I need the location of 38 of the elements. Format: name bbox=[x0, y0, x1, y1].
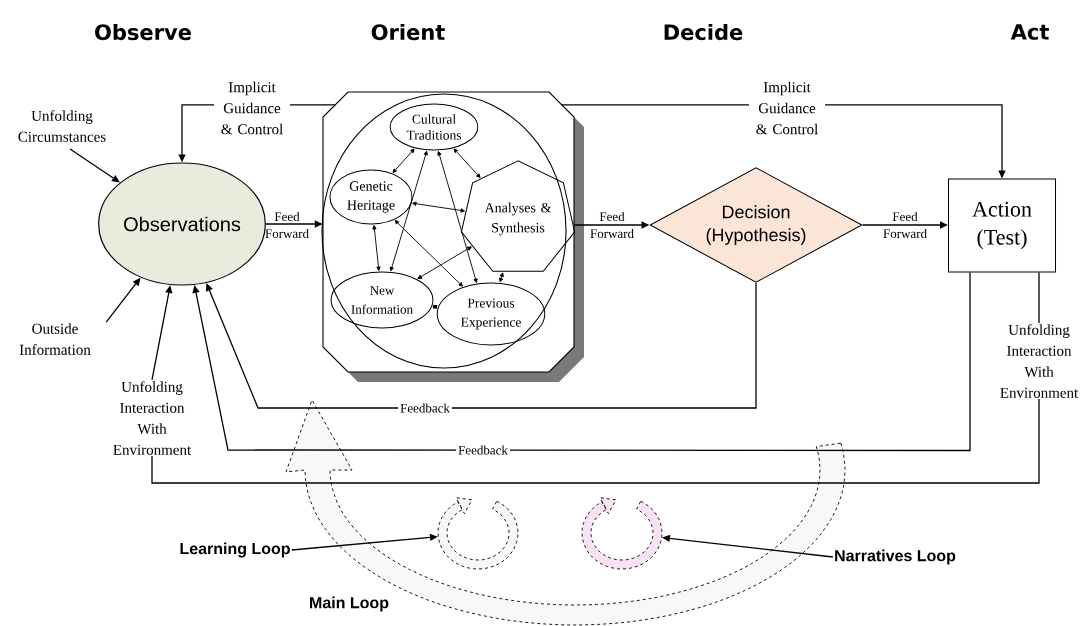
column-heading: Observe bbox=[95, 23, 191, 41]
column-heading: Act bbox=[1010, 24, 1049, 40]
edge-label: Implicit Guidance & Control bbox=[749, 79, 825, 137]
input-label: Outside Information bbox=[19, 323, 91, 355]
edge-label: Implicit Guidance & Control bbox=[214, 79, 290, 137]
arrow bbox=[392, 148, 415, 173]
connector-line bbox=[1038, 271, 1040, 324]
input-label: Unfolding Interaction With Environment bbox=[1000, 324, 1079, 398]
edge-label: Feedback bbox=[398, 401, 452, 415]
input-label: Unfolding Circumstances bbox=[18, 110, 106, 142]
loop-label: Main Loop bbox=[310, 596, 389, 612]
loop-arrow-icon bbox=[581, 497, 663, 570]
arrow bbox=[499, 272, 504, 283]
arrow bbox=[432, 304, 438, 310]
edge-label: Feed Forward bbox=[265, 211, 309, 239]
loop-label: Learning Loop bbox=[180, 542, 290, 558]
arrow bbox=[417, 246, 472, 280]
column-heading: Orient bbox=[371, 23, 445, 41]
arrow bbox=[151, 285, 173, 381]
arrow bbox=[412, 201, 465, 213]
arrow bbox=[394, 220, 463, 287]
arrow bbox=[192, 271, 971, 452]
loop-arrow-icon bbox=[437, 497, 519, 570]
arrow bbox=[389, 150, 428, 272]
arrow bbox=[69, 148, 120, 183]
loop-label: Narratives Loop bbox=[835, 549, 956, 565]
edge-label: Feed Forward bbox=[883, 211, 927, 239]
arrow bbox=[861, 221, 948, 229]
arrow bbox=[372, 225, 381, 271]
arrow bbox=[453, 148, 481, 178]
action-box: Action (Test) bbox=[948, 178, 1056, 273]
column-heading: Decide bbox=[664, 23, 743, 41]
arrow bbox=[206, 282, 757, 409]
arrow bbox=[437, 151, 478, 283]
input-label: Unfolding Interaction With Environment bbox=[113, 381, 192, 455]
connector-line bbox=[151, 398, 1040, 484]
edge-label: Feedback bbox=[456, 443, 510, 457]
edge-label: Feed Forward bbox=[590, 211, 634, 239]
